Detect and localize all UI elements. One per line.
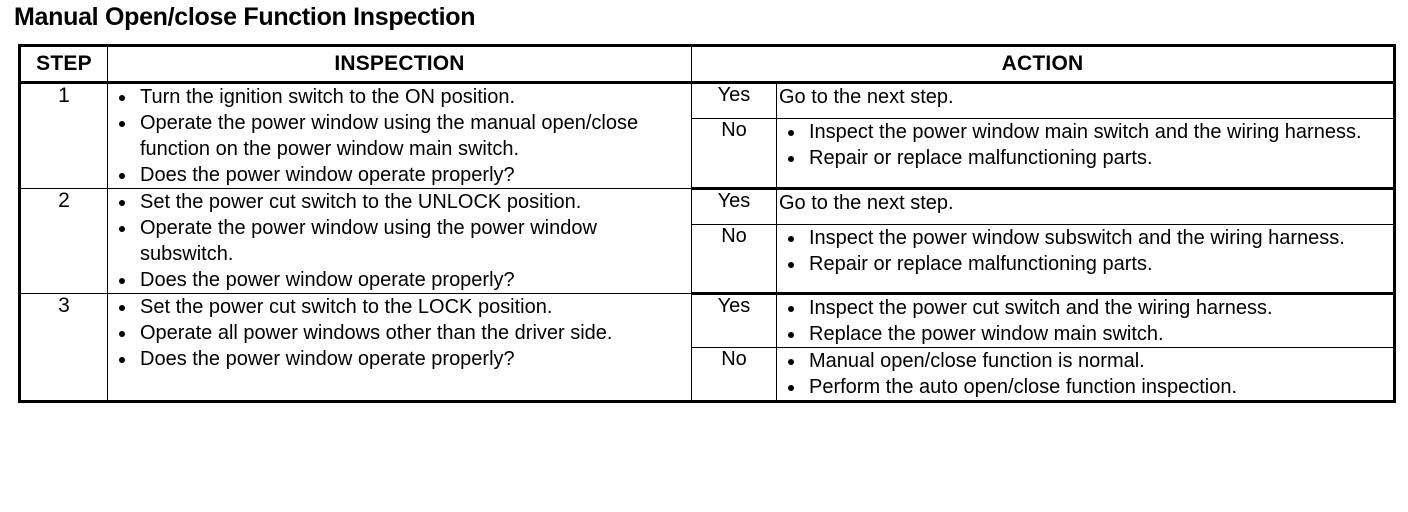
inspection-list-item: Set the power cut switch to the UNLOCK p… (108, 189, 691, 215)
action-cell: Go to the next step. (775, 187, 1396, 225)
inspection-list: Set the power cut switch to the UNLOCK p… (108, 189, 691, 293)
inspection-list-item: Operate the power window using the manua… (108, 110, 691, 162)
inspection-list-item: Set the power cut switch to the LOCK pos… (108, 294, 691, 320)
action-cell: Inspect the power window subswitch and t… (775, 223, 1396, 296)
action-list: Manual open/close function is normal.Per… (777, 348, 1393, 400)
action-cell: Manual open/close function is normal.Per… (775, 347, 1396, 403)
result-label-yes: Yes (691, 187, 777, 225)
action-text: Go to the next step. (779, 86, 954, 108)
action-list-item: Replace the power window main switch. (777, 321, 1393, 347)
inspection-list-item: Does the power window operate properly? (108, 267, 691, 293)
action-list-item: Repair or replace malfunctioning parts. (777, 145, 1393, 171)
action-list-item: Perform the auto open/close function ins… (777, 374, 1393, 400)
page-title: Manual Open/close Function Inspection (14, 3, 476, 31)
action-list-item: Inspect the power window subswitch and t… (777, 225, 1393, 251)
inspection-list: Turn the ignition switch to the ON posit… (108, 84, 691, 188)
result-label-no: No (691, 118, 777, 190)
inspection-cell: Set the power cut switch to the UNLOCK p… (107, 188, 692, 294)
action-cell: Go to the next step. (775, 80, 1396, 120)
inspection-list-item: Operate all power windows other than the… (108, 320, 691, 346)
step-number-cell: 2 (19, 188, 108, 294)
result-label-yes: Yes (691, 292, 777, 348)
action-list: Inspect the power cut switch and the wir… (777, 295, 1393, 347)
inspection-cell: Turn the ignition switch to the ON posit… (107, 82, 692, 189)
action-text: Go to the next step. (779, 192, 954, 214)
action-list-item: Inspect the power window main switch and… (777, 119, 1393, 145)
action-cell: Inspect the power cut switch and the wir… (775, 292, 1396, 348)
table-header: STEP INSPECTION ACTION (19, 45, 1396, 84)
action-list-item: Repair or replace malfunctioning parts. (777, 251, 1393, 277)
inspection-list-item: Operate the power window using the power… (108, 215, 691, 267)
inspection-list-item: Does the power window operate properly? (108, 346, 691, 372)
action-list: Inspect the power window main switch and… (777, 119, 1393, 171)
column-header-step: STEP (19, 45, 108, 84)
action-list-item: Inspect the power cut switch and the wir… (777, 295, 1393, 321)
inspection-list: Set the power cut switch to the LOCK pos… (108, 294, 691, 372)
inspection-cell: Set the power cut switch to the LOCK pos… (107, 293, 692, 402)
column-header-inspection: INSPECTION (107, 45, 692, 84)
step-number-cell: 1 (19, 82, 108, 189)
action-list-item: Manual open/close function is normal. (777, 348, 1393, 374)
inspection-list-item: Turn the ignition switch to the ON posit… (108, 84, 691, 110)
action-cell: Inspect the power window main switch and… (775, 118, 1396, 190)
result-label-no: No (691, 223, 777, 296)
table-header-row: STEP INSPECTION ACTION (19, 45, 1396, 84)
column-header-action: ACTION (690, 45, 1396, 84)
step-number-cell: 3 (19, 293, 108, 402)
action-list: Inspect the power window subswitch and t… (777, 225, 1393, 277)
result-label-yes: Yes (691, 80, 777, 120)
result-label-no: No (691, 347, 777, 403)
inspection-list-item: Does the power window operate properly? (108, 162, 691, 188)
